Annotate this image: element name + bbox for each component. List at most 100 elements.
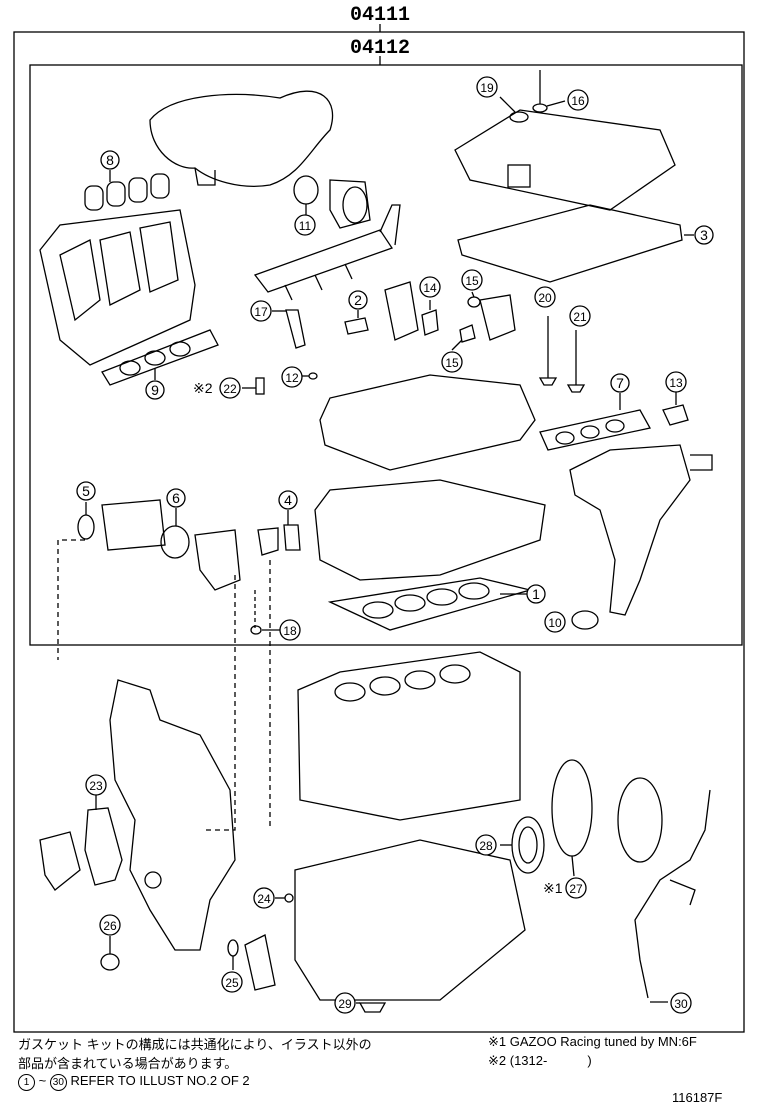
svg-text:15: 15: [465, 274, 479, 288]
inner-kit-frame: [29, 64, 743, 646]
callout-1[interactable]: 1: [526, 584, 546, 604]
callout-20[interactable]: 20: [534, 286, 556, 308]
head-gasket-bore-2: [394, 594, 426, 612]
callout-9[interactable]: 9: [145, 380, 165, 400]
intake-plenum-port: [194, 167, 216, 186]
svg-text:11: 11: [299, 219, 312, 233]
callout-12[interactable]: 12: [281, 366, 303, 388]
throttle-body: [329, 179, 371, 229]
svg-text:8: 8: [106, 152, 114, 168]
intake-plenum: [149, 90, 334, 187]
leader-19: [499, 96, 516, 113]
footnote-2: ※2 (1312-): [488, 1053, 592, 1069]
injector-2: [314, 274, 323, 291]
gasket-7-hole-1: [555, 431, 575, 445]
callout-29[interactable]: 29: [334, 992, 356, 1014]
svg-text:10: 10: [548, 616, 562, 630]
gasket-6-ring: [160, 525, 190, 559]
callout-19[interactable]: 19: [476, 76, 498, 98]
svg-text:3: 3: [700, 227, 708, 243]
svg-text:13: 13: [669, 376, 683, 390]
svg-text:6: 6: [172, 490, 180, 506]
svg-text:5: 5: [82, 483, 90, 499]
callout-6[interactable]: 6: [166, 488, 186, 508]
callout-25[interactable]: 25: [221, 971, 243, 993]
fuel-rail-pipe: [379, 204, 401, 246]
callout-2[interactable]: 2: [348, 290, 368, 310]
svg-text:1: 1: [532, 586, 540, 602]
dashed-link-5: [57, 539, 85, 660]
lower-crankcase: [294, 839, 526, 1001]
callout-28[interactable]: 28: [475, 834, 497, 856]
ref-text: REFER TO ILLUST NO.2 OF 2: [70, 1073, 250, 1088]
callout-14[interactable]: 14: [419, 276, 441, 298]
crank-rear-seal-inner: [518, 826, 538, 864]
mark-27: ※1: [543, 880, 563, 896]
callout-22[interactable]: 22: [219, 377, 241, 399]
callout-18[interactable]: 18: [279, 619, 301, 641]
head-cover-gasket: [457, 204, 683, 283]
callout-24[interactable]: 24: [253, 887, 275, 909]
footnote-2-close: ): [587, 1053, 592, 1068]
footnote-2-text: ※2 (1312-: [488, 1053, 548, 1068]
callout-15b[interactable]: 15: [441, 351, 463, 373]
callout-17[interactable]: 17: [250, 300, 272, 322]
leader-15b: [451, 339, 463, 351]
water-pump: [39, 831, 81, 891]
water-inlet-housing: [101, 499, 166, 551]
callout-27[interactable]: 27: [565, 877, 587, 899]
svg-text:18: 18: [283, 624, 297, 638]
leader-16: [546, 100, 566, 107]
gasket-9-hole-2: [144, 350, 166, 366]
outer-kit-number: 04111: [350, 4, 410, 27]
callout-23[interactable]: 23: [85, 774, 107, 796]
exhaust-manifold-gasket: [539, 409, 651, 451]
head-gasket-bore-3: [426, 588, 458, 606]
intake-runners: [59, 221, 179, 322]
injector-1: [284, 284, 293, 301]
callout-26[interactable]: 26: [99, 914, 121, 936]
callout-15a[interactable]: 15: [461, 269, 483, 291]
gasket-9-hole-1: [119, 360, 141, 376]
svg-text:27: 27: [569, 882, 583, 896]
gasket-2: [344, 317, 369, 335]
ref-from-callout: 1: [18, 1074, 35, 1091]
gasket-9-hole-3: [169, 341, 191, 357]
callout-16[interactable]: 16: [567, 89, 589, 111]
valve-head-exhaust: [566, 384, 586, 393]
callout-13[interactable]: 13: [665, 371, 687, 393]
mark-22: ※2: [193, 380, 213, 396]
svg-text:29: 29: [338, 997, 352, 1011]
gasket-15-lower: [459, 324, 476, 343]
callout-21[interactable]: 21: [569, 305, 591, 327]
block-bore-2: [369, 676, 401, 696]
egr-gasket: [662, 404, 689, 426]
callout-8[interactable]: 8: [100, 150, 120, 170]
svg-text:23: 23: [89, 779, 103, 793]
valve-head-intake: [538, 377, 558, 386]
thermostat-housing: [194, 529, 241, 591]
callout-10[interactable]: 10: [544, 611, 566, 633]
svg-text:2: 2: [354, 292, 362, 308]
oil-filler-neck: [507, 164, 531, 188]
intake-port-gasket-4: [150, 173, 170, 199]
svg-text:12: 12: [285, 371, 299, 385]
callout-7[interactable]: 7: [610, 373, 630, 393]
callout-30[interactable]: 30: [670, 992, 692, 1014]
gasket-4: [283, 524, 301, 551]
inner-kit-number: 04112: [350, 37, 410, 60]
intake-manifold: [39, 209, 196, 366]
callout-3[interactable]: 3: [694, 225, 714, 245]
exhaust-manifold: [569, 444, 691, 616]
svg-text:26: 26: [103, 919, 117, 933]
head-gasket-bore-1: [362, 601, 394, 619]
callout-11[interactable]: 11: [294, 214, 316, 236]
svg-text:21: 21: [573, 310, 587, 324]
callout-4[interactable]: 4: [278, 490, 298, 510]
callout-5[interactable]: 5: [76, 481, 96, 501]
svg-text:16: 16: [571, 94, 585, 108]
exhaust-pipe-stub: [690, 454, 713, 471]
timing-cover-gasket: [84, 807, 123, 886]
